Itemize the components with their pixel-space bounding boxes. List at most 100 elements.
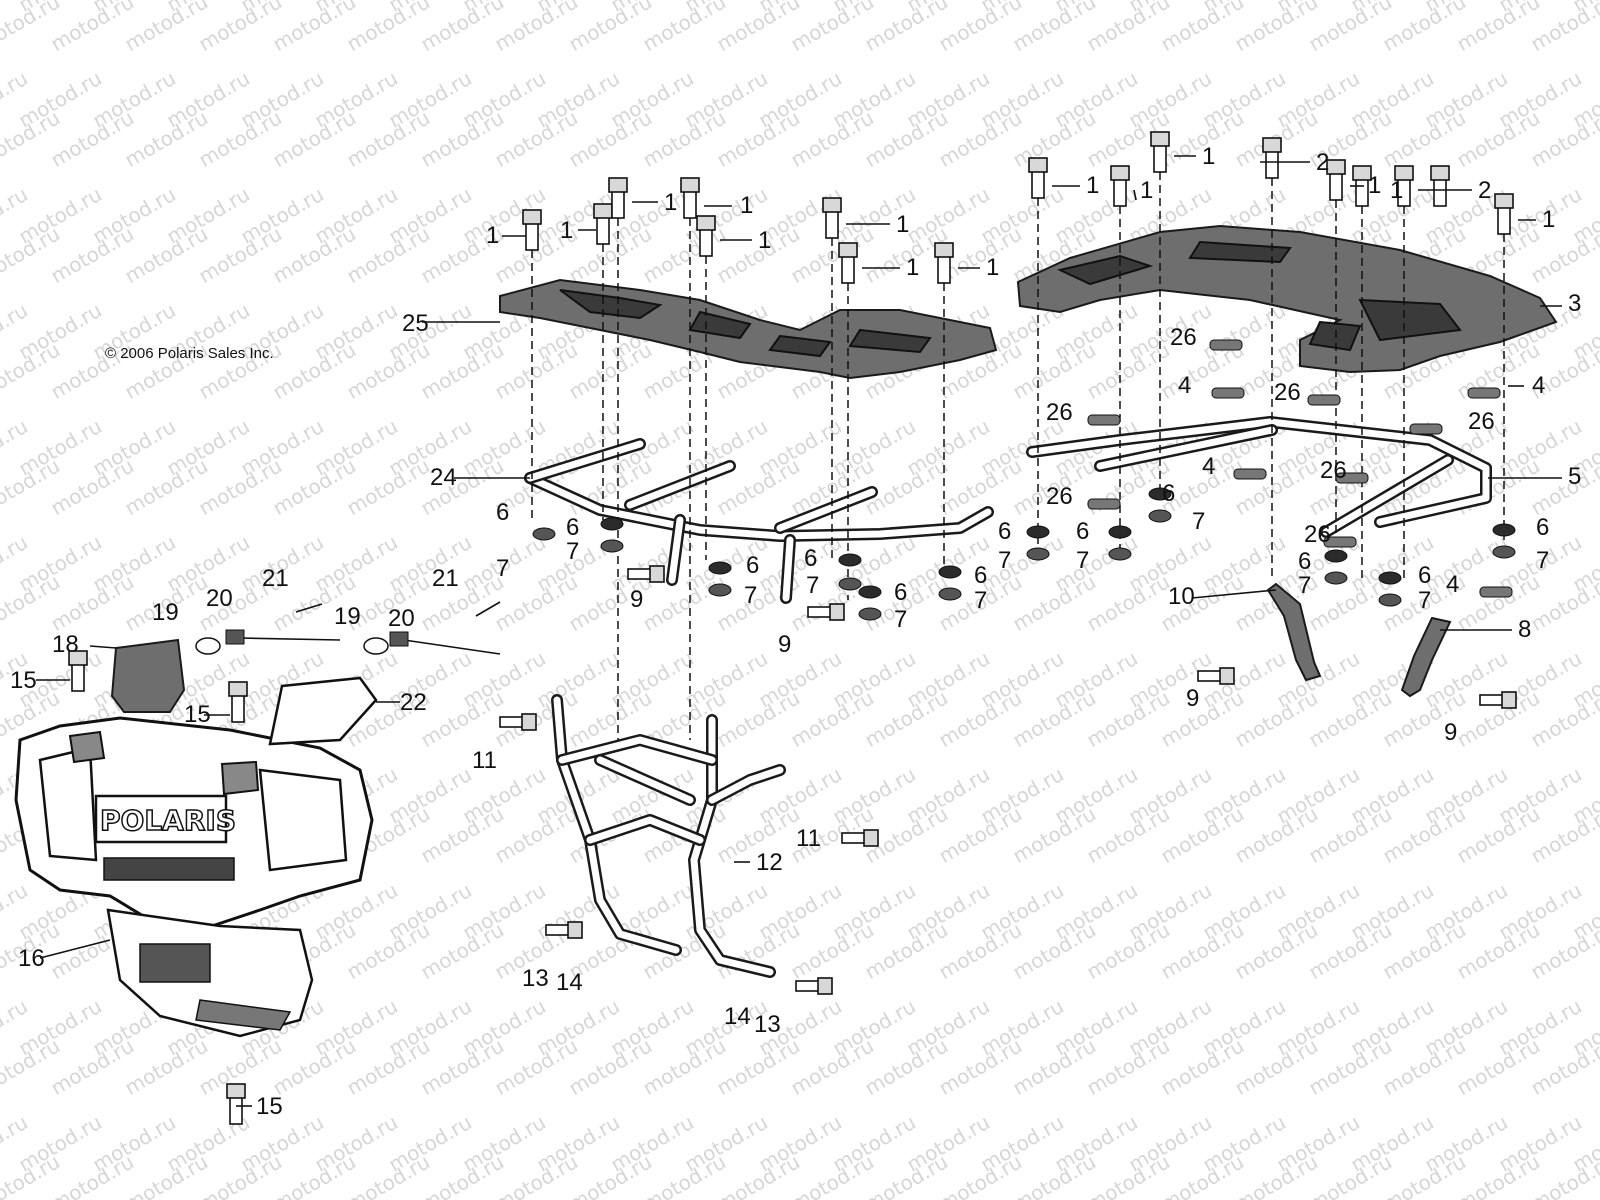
washer (708, 583, 732, 597)
front-rack-frame-24 (524, 438, 994, 604)
bolt-head (1494, 193, 1514, 209)
bolt (1197, 670, 1223, 682)
callout-labels: 1 1 1 1 1 1 1 1 1 1 1 1 1 1 2 2 3 5 4 4 … (10, 143, 1581, 1120)
nut (1108, 525, 1132, 539)
copyright-text: © 2006 Polaris Sales Inc. (105, 345, 274, 362)
leader-lines (36, 155, 1562, 1107)
nut (1324, 549, 1348, 563)
callout-6: 6 (1162, 480, 1175, 507)
callout-20: 20 (388, 605, 415, 632)
bolt (525, 221, 539, 251)
callout-13: 13 (754, 1011, 781, 1038)
bolt-head (817, 977, 833, 995)
bolt (1113, 177, 1127, 207)
bolt-head (228, 681, 248, 697)
bolt-head (593, 203, 613, 219)
leader-line (89, 645, 117, 649)
callout-18: 18 (52, 631, 79, 658)
callout-15: 15 (184, 701, 211, 728)
spacer (1087, 498, 1121, 510)
callout-6: 6 (746, 552, 759, 579)
callout-21: 21 (432, 565, 459, 592)
callout-15: 15 (10, 667, 37, 694)
bolt (699, 227, 713, 257)
callout-1: 1 (758, 227, 771, 254)
spacer (1233, 468, 1267, 480)
leader-line (39, 939, 111, 959)
callout-10: 10 (1168, 583, 1195, 610)
bolt (1433, 177, 1447, 207)
washer (532, 527, 556, 541)
callout-7: 7 (744, 582, 757, 609)
bolts (68, 131, 1517, 1125)
callout-9: 9 (630, 586, 643, 613)
callout-2: 2 (1316, 149, 1329, 176)
callout-6: 6 (496, 499, 509, 526)
callout-16: 16 (18, 945, 45, 972)
bolt-head (680, 177, 700, 193)
callout-4: 4 (1446, 571, 1459, 598)
callout-8: 8 (1518, 616, 1531, 643)
bolt-head (522, 209, 542, 225)
callout-24: 24 (430, 464, 457, 491)
spacer (1307, 394, 1341, 406)
nut (838, 553, 862, 567)
callout-6: 6 (1418, 562, 1431, 589)
bolt-head (1501, 691, 1517, 709)
bolt (1479, 694, 1505, 706)
bolt-head (934, 242, 954, 258)
bracket-8 (1400, 616, 1452, 698)
callout-6: 6 (1298, 548, 1311, 575)
washer (1378, 593, 1402, 607)
callout-1: 1 (486, 222, 499, 249)
callout-26: 26 (1274, 379, 1301, 406)
bolt-head (1150, 131, 1170, 147)
bolt (795, 980, 821, 992)
bulb-19a (195, 637, 221, 655)
bolt-head (1110, 165, 1130, 181)
washer (938, 587, 962, 601)
bolt (807, 606, 833, 618)
callout-26: 26 (1046, 483, 1073, 510)
callout-7: 7 (496, 555, 509, 582)
callout-1: 1 (1368, 172, 1381, 199)
nut (600, 517, 624, 531)
bolt-head (822, 197, 842, 213)
bolt (545, 924, 571, 936)
spacer (1211, 387, 1245, 399)
callout-7: 7 (1076, 547, 1089, 574)
bracket-10 (1266, 582, 1322, 682)
bolt (1497, 205, 1511, 235)
callout-6: 6 (804, 545, 817, 572)
nut (708, 561, 732, 575)
callout-7: 7 (1418, 587, 1431, 614)
bolt-head (521, 713, 537, 731)
screw-21a (295, 603, 323, 613)
bolt-head (1430, 165, 1450, 181)
callout-1: 1 (664, 189, 677, 216)
bolt-head (1326, 159, 1346, 175)
callout-22: 22 (400, 689, 427, 716)
leader-line (1191, 589, 1277, 599)
front-bumper-cover-16: POLARIS (14, 716, 374, 1038)
bolt (937, 254, 951, 284)
callout-6: 6 (974, 562, 987, 589)
callout-26: 26 (1170, 324, 1197, 351)
callout-6: 6 (566, 514, 579, 541)
washer (838, 577, 862, 591)
callout-7: 7 (806, 572, 819, 599)
callout-1: 1 (1086, 172, 1099, 199)
rear-rack-3 (1016, 224, 1558, 374)
bolt (231, 693, 245, 723)
bolt (1329, 171, 1343, 201)
bolt (1031, 169, 1045, 199)
callout-1: 1 (1202, 143, 1215, 170)
bolt-head (1352, 165, 1372, 181)
washer (1026, 547, 1050, 561)
callout-1: 1 (986, 254, 999, 281)
callout-4: 4 (1178, 372, 1191, 399)
bulb-19b (363, 637, 389, 655)
callout-1: 1 (1390, 177, 1403, 204)
callout-26: 26 (1304, 521, 1331, 548)
bolt (1355, 177, 1369, 207)
